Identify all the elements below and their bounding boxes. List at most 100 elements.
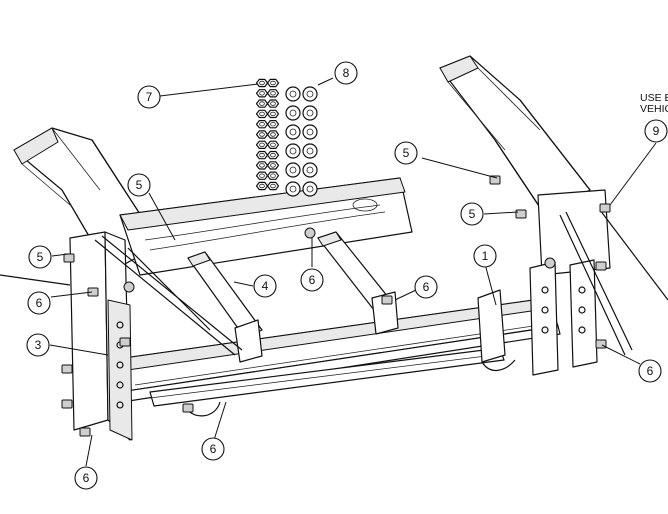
callout-1-label: 1: [482, 249, 489, 263]
right-frame-rail: [439, 55, 591, 216]
callout-3: 3: [26, 333, 50, 357]
washer: [302, 143, 318, 159]
callout-6-label: 6: [210, 442, 217, 456]
callout-5-label: 5: [403, 146, 410, 160]
hex-nut-hole: [270, 152, 276, 158]
washer-hole: [289, 185, 297, 193]
note-line-1: USE E: [640, 92, 668, 104]
callout-8-label: 8: [343, 66, 350, 80]
hex-nut: [266, 119, 280, 129]
callout-4-label: 4: [262, 279, 269, 293]
right-mounting-bracket: [529, 189, 611, 376]
hex-nut: [255, 150, 269, 160]
callout-5-right-upper: 5: [394, 141, 418, 165]
hex-nut-hole: [270, 111, 276, 117]
hex-nut-hole: [270, 183, 276, 189]
hex-nut-hole: [270, 80, 276, 86]
hex-nut-hole: [259, 163, 265, 168]
callout-6-bottom-left: 6: [74, 466, 98, 490]
callout-5-left: 5: [28, 245, 52, 269]
hex-nut-hole: [259, 101, 265, 106]
hex-nut-hole: [259, 173, 265, 178]
callout-6-center: 6: [300, 268, 324, 292]
hex-nut: [266, 150, 280, 160]
hex-nut: [255, 171, 269, 180]
hex-nut-hole: [259, 132, 265, 137]
hex-nut-hole: [259, 152, 265, 158]
washer: [302, 86, 318, 102]
lower-tube: [149, 347, 505, 407]
washer: [285, 181, 301, 197]
center-brackets: [184, 289, 516, 417]
hex-nut: [266, 181, 280, 191]
hex-nut-hole: [259, 111, 265, 117]
washer-hole: [289, 128, 297, 136]
hex-nut: [266, 171, 280, 180]
callout-5-right-lower: 5: [460, 202, 484, 226]
washer-hole: [306, 185, 314, 193]
hex-nut-hole: [259, 183, 265, 189]
washer-hole: [289, 147, 297, 155]
hex-nut: [255, 140, 269, 149]
callout-8: 8: [334, 61, 358, 85]
callout-5-label: 5: [37, 250, 44, 264]
hex-nut-hole: [259, 121, 265, 127]
washer-hole: [306, 90, 314, 98]
washer-hole: [306, 166, 314, 174]
bolts: [61, 175, 611, 437]
hex-nut-hole: [259, 80, 265, 86]
washer-hole: [306, 147, 314, 155]
hex-nut-hole: [270, 163, 276, 168]
washer: [302, 162, 318, 178]
callout-6-left-upper: 6: [27, 291, 51, 315]
callout-6-bottom-center: 6: [201, 437, 225, 461]
washer-hole: [289, 90, 297, 98]
washer: [285, 105, 301, 121]
washer-hole: [289, 166, 297, 174]
hex-nut: [266, 99, 280, 108]
washer-hole: [306, 128, 314, 136]
callout-5-label: 5: [136, 178, 143, 192]
hex-nut-hole: [270, 142, 276, 147]
washer: [302, 105, 318, 121]
hex-nut: [255, 89, 269, 98]
callout-6-label: 6: [36, 296, 43, 310]
callout-6-label: 6: [423, 280, 430, 294]
callout-6-center-right: 6: [414, 275, 438, 299]
callout-4: 4: [253, 274, 277, 298]
leader-lines: [49, 77, 657, 467]
washer-hole: [306, 109, 314, 117]
callout-6-label: 6: [309, 273, 316, 287]
note-line-2: VEHIC: [640, 103, 668, 115]
hardware-stack: [255, 78, 318, 197]
hex-nut: [266, 140, 280, 149]
hex-nut: [255, 109, 269, 119]
left-mounting-bracket-3: [69, 231, 133, 441]
hex-nut: [255, 161, 269, 170]
hex-nut-hole: [259, 91, 265, 96]
washer-hole: [289, 109, 297, 117]
cross-brace-4: [187, 231, 393, 339]
hex-nut-hole: [259, 142, 265, 147]
callout-7-label: 7: [146, 90, 153, 104]
washer: [302, 124, 318, 140]
callout-9-label: 9: [653, 124, 660, 138]
hex-nut: [255, 181, 269, 191]
left-frame-rail: [13, 127, 161, 273]
callout-6-label: 6: [83, 471, 90, 485]
rear-crossmember: [119, 177, 413, 276]
hex-nut-hole: [270, 173, 276, 178]
callout-7: 7: [137, 85, 161, 109]
callout-5-label: 5: [469, 207, 476, 221]
diagonal-straps: [0, 209, 668, 356]
washer: [302, 181, 318, 197]
hex-nut: [255, 78, 269, 88]
hex-nut: [255, 130, 269, 139]
callout-9: 9: [644, 119, 668, 143]
hex-nut-hole: [270, 91, 276, 96]
washer: [285, 162, 301, 178]
callout-6-label: 6: [647, 364, 654, 378]
washer: [285, 86, 301, 102]
hex-nut: [266, 109, 280, 119]
